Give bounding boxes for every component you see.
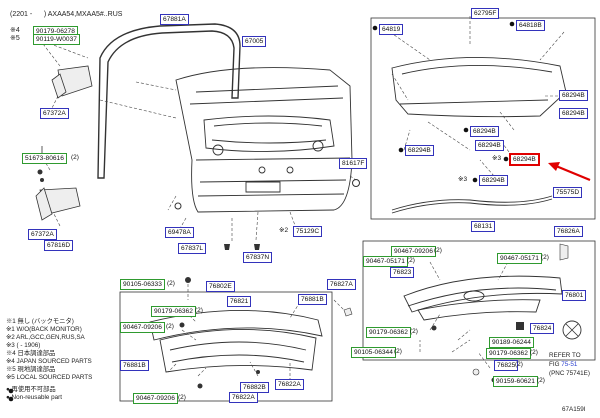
part-69478A[interactable]: 69478A <box>165 227 194 238</box>
part-76802E[interactable]: 76802E <box>206 281 235 292</box>
part-76827A[interactable]: 76827A <box>327 279 356 290</box>
qty-90159-60621: (2) <box>537 377 545 384</box>
part-67372A-lower[interactable]: 67372A <box>28 229 57 240</box>
figure-id: 67A159I <box>562 406 586 413</box>
qty-76825: (2) <box>515 361 523 368</box>
part-90467-05171-left[interactable]: 90467-05171 <box>363 256 408 267</box>
refer-line-2: FIG 75-51 <box>549 361 577 369</box>
refer-line-3: (PNC 75741E) <box>549 370 590 377</box>
part-90105-06344[interactable]: 90105-06344 <box>351 347 396 358</box>
part-76821[interactable]: 76821 <box>227 296 252 307</box>
part-67372A-upper[interactable]: 67372A <box>40 108 69 119</box>
part-67816D[interactable]: 67816D <box>44 240 74 251</box>
part-62795F[interactable]: 62795F <box>471 8 500 19</box>
legend-line-3: ※2 ARL,GCC,GEN,RUS,SA <box>6 334 85 341</box>
legend-line-8: ※5 LOCAL SOURCED PARTS <box>6 374 93 381</box>
part-90159-60621[interactable]: 90159-60621 <box>493 376 538 387</box>
part-68294B-center-3[interactable]: 68294B <box>479 175 508 186</box>
qty-90179-06362: (2) <box>195 307 203 314</box>
qty-90467-05171-left: (2) <box>407 257 415 264</box>
part-51673-80616[interactable]: 51673-80616 <box>22 153 67 164</box>
refer-fig-prefix: FIG <box>549 361 562 368</box>
qty-90467-09206-left: (2) <box>166 323 174 330</box>
part-76825[interactable]: 76825 <box>494 360 519 371</box>
part-76881B-top[interactable]: 76881B <box>298 294 327 305</box>
part-90179-06362[interactable]: 90179-06362 <box>151 306 196 317</box>
part-67005[interactable]: 67005 <box>242 36 267 47</box>
part-76801[interactable]: 76801 <box>562 290 587 301</box>
legend-line-10: ● Non-reusable part <box>6 394 62 401</box>
qty-51673: (2) <box>71 154 79 161</box>
part-90105-06333[interactable]: 90105-06333 <box>120 279 165 290</box>
part-90179-06362-bottom[interactable]: 90179-06362 <box>486 348 531 359</box>
legend-line-5: ※4 日本調達部品 <box>6 350 56 357</box>
qty-90105-06344: (2) <box>394 348 402 355</box>
legend-line-7: ※5 現地調達部品 <box>6 366 56 373</box>
part-76826A[interactable]: 76826A <box>554 226 583 237</box>
part-67881A[interactable]: 67881A <box>160 14 189 25</box>
qty-90467-09206-bottom: (2) <box>178 394 186 401</box>
header-mark-4: ※4 <box>10 27 20 34</box>
legend-line-6: ※4 JAPAN SOURCED PARTS <box>6 358 92 365</box>
part-76823[interactable]: 76823 <box>390 267 415 278</box>
part-68294B-center-2[interactable]: 68294B <box>475 140 504 151</box>
qty-90179-06362-right: (2) <box>410 328 418 335</box>
part-90467-09206-right[interactable]: 90467-09206 <box>391 246 436 257</box>
qty-90467-09206-right: (2) <box>434 247 442 254</box>
legend-line-9: ● 再使用不可部品 <box>6 386 56 393</box>
header-applicability: (2201 - ) AXAA54,MXAA5#..RUS <box>10 11 123 18</box>
part-64818B[interactable]: 64818B <box>516 20 545 31</box>
legend-line-4: ※3 ( - 1906) <box>6 342 41 349</box>
part-76824[interactable]: 76824 <box>530 323 555 334</box>
part-90119-W0037[interactable]: 90119-W0037 <box>33 34 80 45</box>
refer-line-1: REFER TO <box>549 352 581 359</box>
part-75129C[interactable]: 75129C <box>293 226 323 237</box>
part-67837N[interactable]: 67837N <box>243 252 273 263</box>
qty-90105-06333: (2) <box>167 280 175 287</box>
mark-s3-a: ※3 <box>492 155 502 162</box>
part-68294B-highlighted[interactable]: 68294B <box>509 153 540 166</box>
mark-s3-b: ※3 <box>458 176 468 183</box>
part-90467-09206-left[interactable]: 90467-09206 <box>120 322 165 333</box>
part-76881B-bottom[interactable]: 76881B <box>120 360 149 371</box>
part-75575D[interactable]: 75575D <box>553 187 583 198</box>
part-67837L[interactable]: 67837L <box>178 243 207 254</box>
legend-line-2: ※1 W/O(BACK MONITOR) <box>6 326 82 333</box>
mark-s2: ※2 <box>279 227 289 234</box>
part-90179-06362-right[interactable]: 90179-06362 <box>366 327 411 338</box>
part-68294B-left[interactable]: 68294B <box>405 145 434 156</box>
part-90189-06244[interactable]: 90189-06244 <box>489 337 534 348</box>
part-68294B-right-1[interactable]: 68294B <box>559 90 588 101</box>
header-mark-5: ※5 <box>10 35 20 42</box>
qty-90467-05171-right: (2) <box>541 254 549 261</box>
part-76822A-b[interactable]: 76822A <box>275 379 304 390</box>
part-76822A-a[interactable]: 76822A <box>229 392 258 403</box>
part-64819[interactable]: 64819 <box>379 24 404 35</box>
part-90467-05171-right[interactable]: 90467-05171 <box>497 253 542 264</box>
legend-line-1: ※1 無し (バックモニタ) <box>6 318 74 325</box>
part-68131[interactable]: 68131 <box>471 221 496 232</box>
part-68294B-center-1[interactable]: 68294B <box>470 126 499 137</box>
qty-90179-06362-bottom: (2) <box>530 349 538 356</box>
refer-fig-link[interactable]: 75-51 <box>561 361 578 368</box>
part-90467-09206-bottom[interactable]: 90467-09206 <box>133 393 178 404</box>
part-81617F[interactable]: 81617F <box>339 158 368 169</box>
part-68294B-right-2[interactable]: 68294B <box>559 108 588 119</box>
